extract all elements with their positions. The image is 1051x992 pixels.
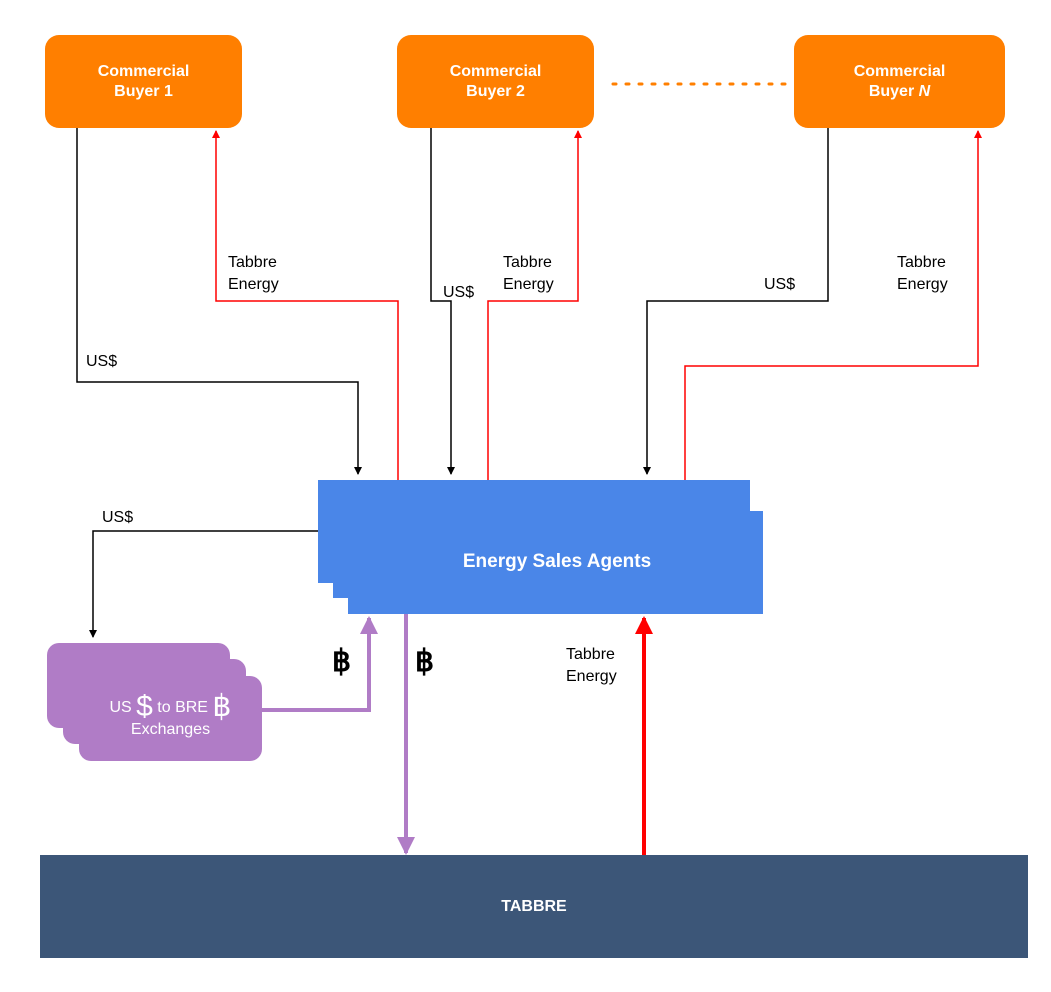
commercial-buyer-n: Commercial Buyer N <box>794 35 1005 128</box>
tabbre-energy-label-2: Tabbre Energy <box>503 252 554 296</box>
usd-flow-buyer-1 <box>76 128 362 475</box>
label-line: Tabbre <box>503 254 552 271</box>
energy-flow-buyer-n <box>684 130 982 480</box>
energy-sales-agents: Energy Sales Agents <box>318 480 750 583</box>
label-line: Energy <box>228 276 279 293</box>
buyer-2-line2: Buyer 2 <box>466 82 525 100</box>
tabbre-label: TABBRE <box>501 897 567 915</box>
buyer-n-line2-text: Buyer <box>868 82 919 100</box>
buyer-n-italic: N <box>918 82 931 100</box>
label-line: Tabbre <box>897 254 946 271</box>
baht-symbol-down: ฿ <box>415 645 435 678</box>
usd-label-1: US$ <box>86 353 118 370</box>
label-line: Tabbre <box>566 646 615 663</box>
buyer-1-line2: Buyer 1 <box>114 82 173 100</box>
exchange-text-us: US <box>109 699 137 716</box>
energy-sales-agents-label: Energy Sales Agents <box>462 550 652 572</box>
usd-flow-exchange <box>89 530 318 638</box>
exchange-line-2: Exchanges <box>130 721 211 738</box>
tabbre-energy-label-3: Tabbre Energy <box>897 252 948 296</box>
tabbre-energy-label-1: Tabbre Energy <box>228 252 279 296</box>
usd-label-2: US$ <box>443 284 475 301</box>
dollar-icon: $ <box>136 690 153 723</box>
buyer-1-line1: Commercial <box>97 62 190 80</box>
buyer-n-line2: Buyer N <box>854 82 946 102</box>
tabbre-energy-label-bottom: Tabbre Energy <box>566 644 617 688</box>
label-line: Tabbre <box>228 254 277 271</box>
baht-flow-exchange-to-agents <box>262 616 378 712</box>
label-line: Energy <box>566 668 617 685</box>
usd-label-3: US$ <box>764 276 796 293</box>
commercial-buyer-2: Commercial Buyer 2 <box>397 35 594 128</box>
baht-symbol-up: ฿ <box>332 645 352 678</box>
usd-flow-buyer-2 <box>430 128 455 475</box>
exchange-text-to-bre: to BRE <box>152 699 213 716</box>
tabbre-block: TABBRE <box>40 855 1028 958</box>
usd-label-exchange: US$ <box>102 509 134 526</box>
baht-icon: ฿ <box>212 690 232 723</box>
energy-flow-buyer-2 <box>487 130 582 480</box>
buyer-n-line1: Commercial <box>853 62 946 80</box>
usd-flow-buyer-n <box>643 128 829 475</box>
usd-to-bre-exchanges: US $ to BRE ฿ Exchanges <box>79 676 262 761</box>
energy-flow-buyer-1 <box>212 130 399 480</box>
buyer-2-line1: Commercial <box>449 62 542 80</box>
label-line: Energy <box>897 276 948 293</box>
label-line: Energy <box>503 276 554 293</box>
exchange-line-1: US $ to BRE ฿ <box>109 692 231 722</box>
commercial-buyer-1: Commercial Buyer 1 <box>45 35 242 128</box>
